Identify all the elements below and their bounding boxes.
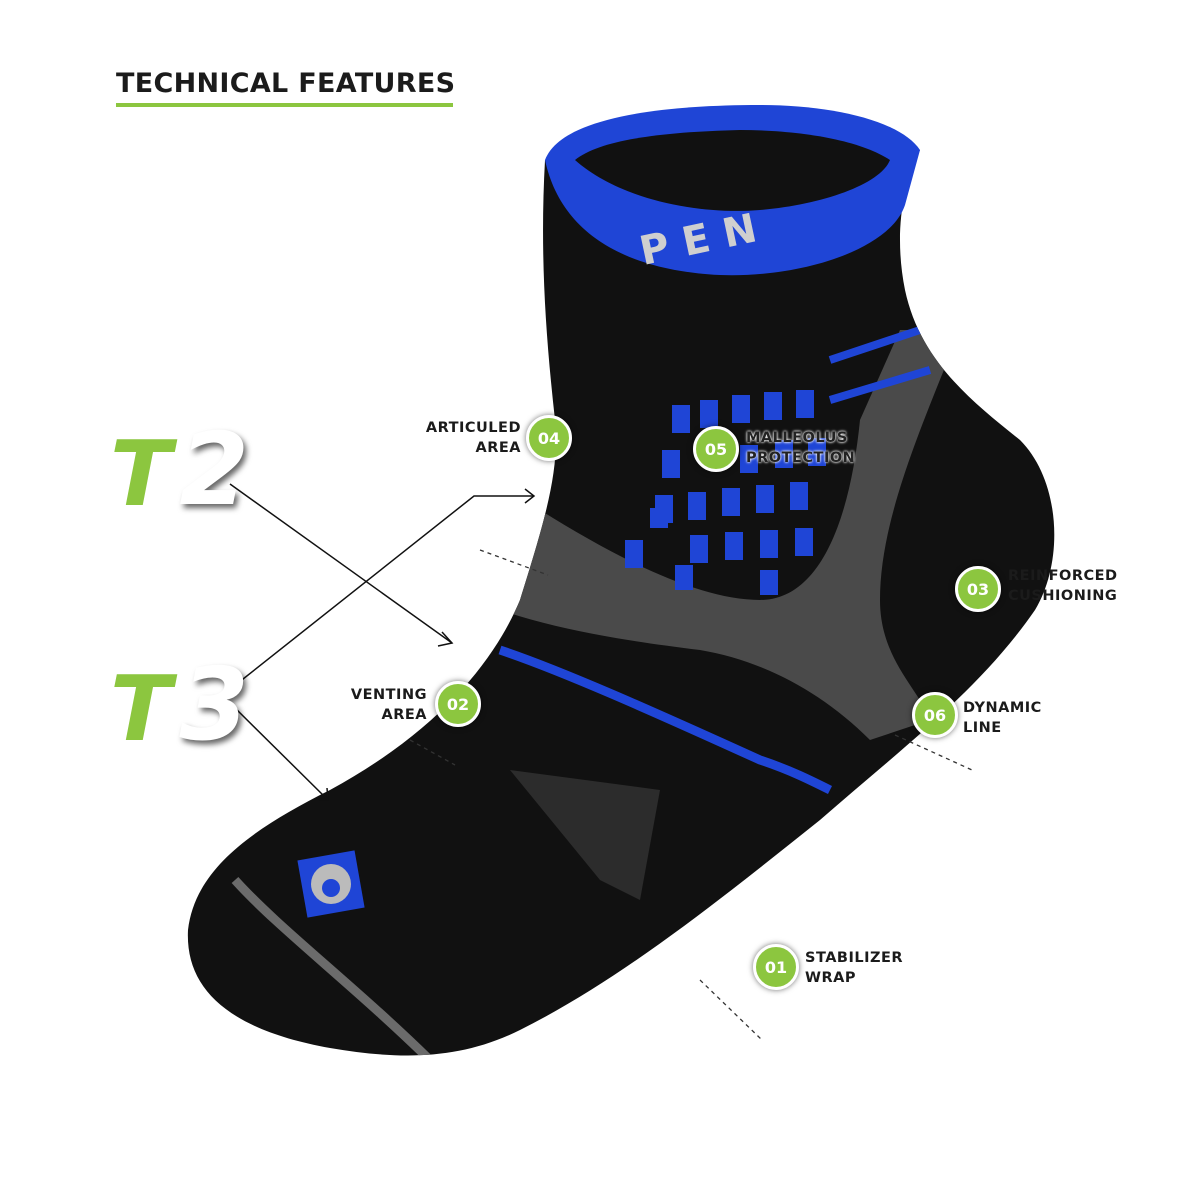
feature-label-reinforced-cushioning: REINFORCED CUSHIONING [1008,566,1118,606]
logo-t3-number: 3 [179,646,249,763]
feature-label-line: VENTING [350,687,427,703]
logo-t2-number: 2 [179,411,249,528]
feature-label-line: ARTICULED [425,420,521,436]
feature-label-line: AREA [381,707,427,723]
page-title: TECHNICAL FEATURES [116,68,456,99]
feature-badge-05: 05 [693,426,739,472]
feature-badge-06: 06 [912,692,958,738]
arrow-t3-upper [237,495,534,684]
arrowhead-icon [437,631,454,647]
feature-label-line: WRAP [805,970,857,986]
feature-label-venting-area: VENTING AREA [351,685,427,725]
feature-badge-04: 04 [526,415,572,461]
arrows [229,483,536,801]
title-underline [116,103,453,107]
feature-label-articuled-area: ARTICULED AREA [426,418,521,458]
logo-t2-letter: T [110,422,172,527]
arrowhead-icon [315,787,329,801]
feature-label-line: AREA [475,440,521,456]
feature-label-stabilizer-wrap: STABILIZER WRAP [805,948,903,988]
feature-label-line: CUSHIONING [1008,588,1118,604]
arrowhead-icon [524,488,536,504]
logo-t3-letter: T [110,657,172,762]
arrow-t2 [229,483,453,644]
feature-label-line: DYNAMIC [963,700,1042,716]
feature-label-malleolus-protection: MALLEOLUS PROTECTION [746,428,855,468]
feature-label-line: REINFORCED [1008,568,1118,584]
feature-badge-01: 01 [753,944,799,990]
feature-label-line: PROTECTION [746,450,856,466]
logo-t2: T 2 [110,420,249,520]
sock-body: PEN [187,105,1055,1056]
feature-badge-02: 02 [435,681,481,727]
logo-t3: T 3 [110,655,249,755]
feature-label-line: MALLEOLUS [746,430,848,446]
feature-label-line: LINE [963,720,1002,736]
feature-badge-03: 03 [955,566,1001,612]
feature-label-line: STABILIZER [805,950,904,966]
dashed-leaders [409,549,973,1041]
arrow-t3-lower [231,704,329,801]
feature-label-dynamic-line: DYNAMIC LINE [963,698,1042,738]
